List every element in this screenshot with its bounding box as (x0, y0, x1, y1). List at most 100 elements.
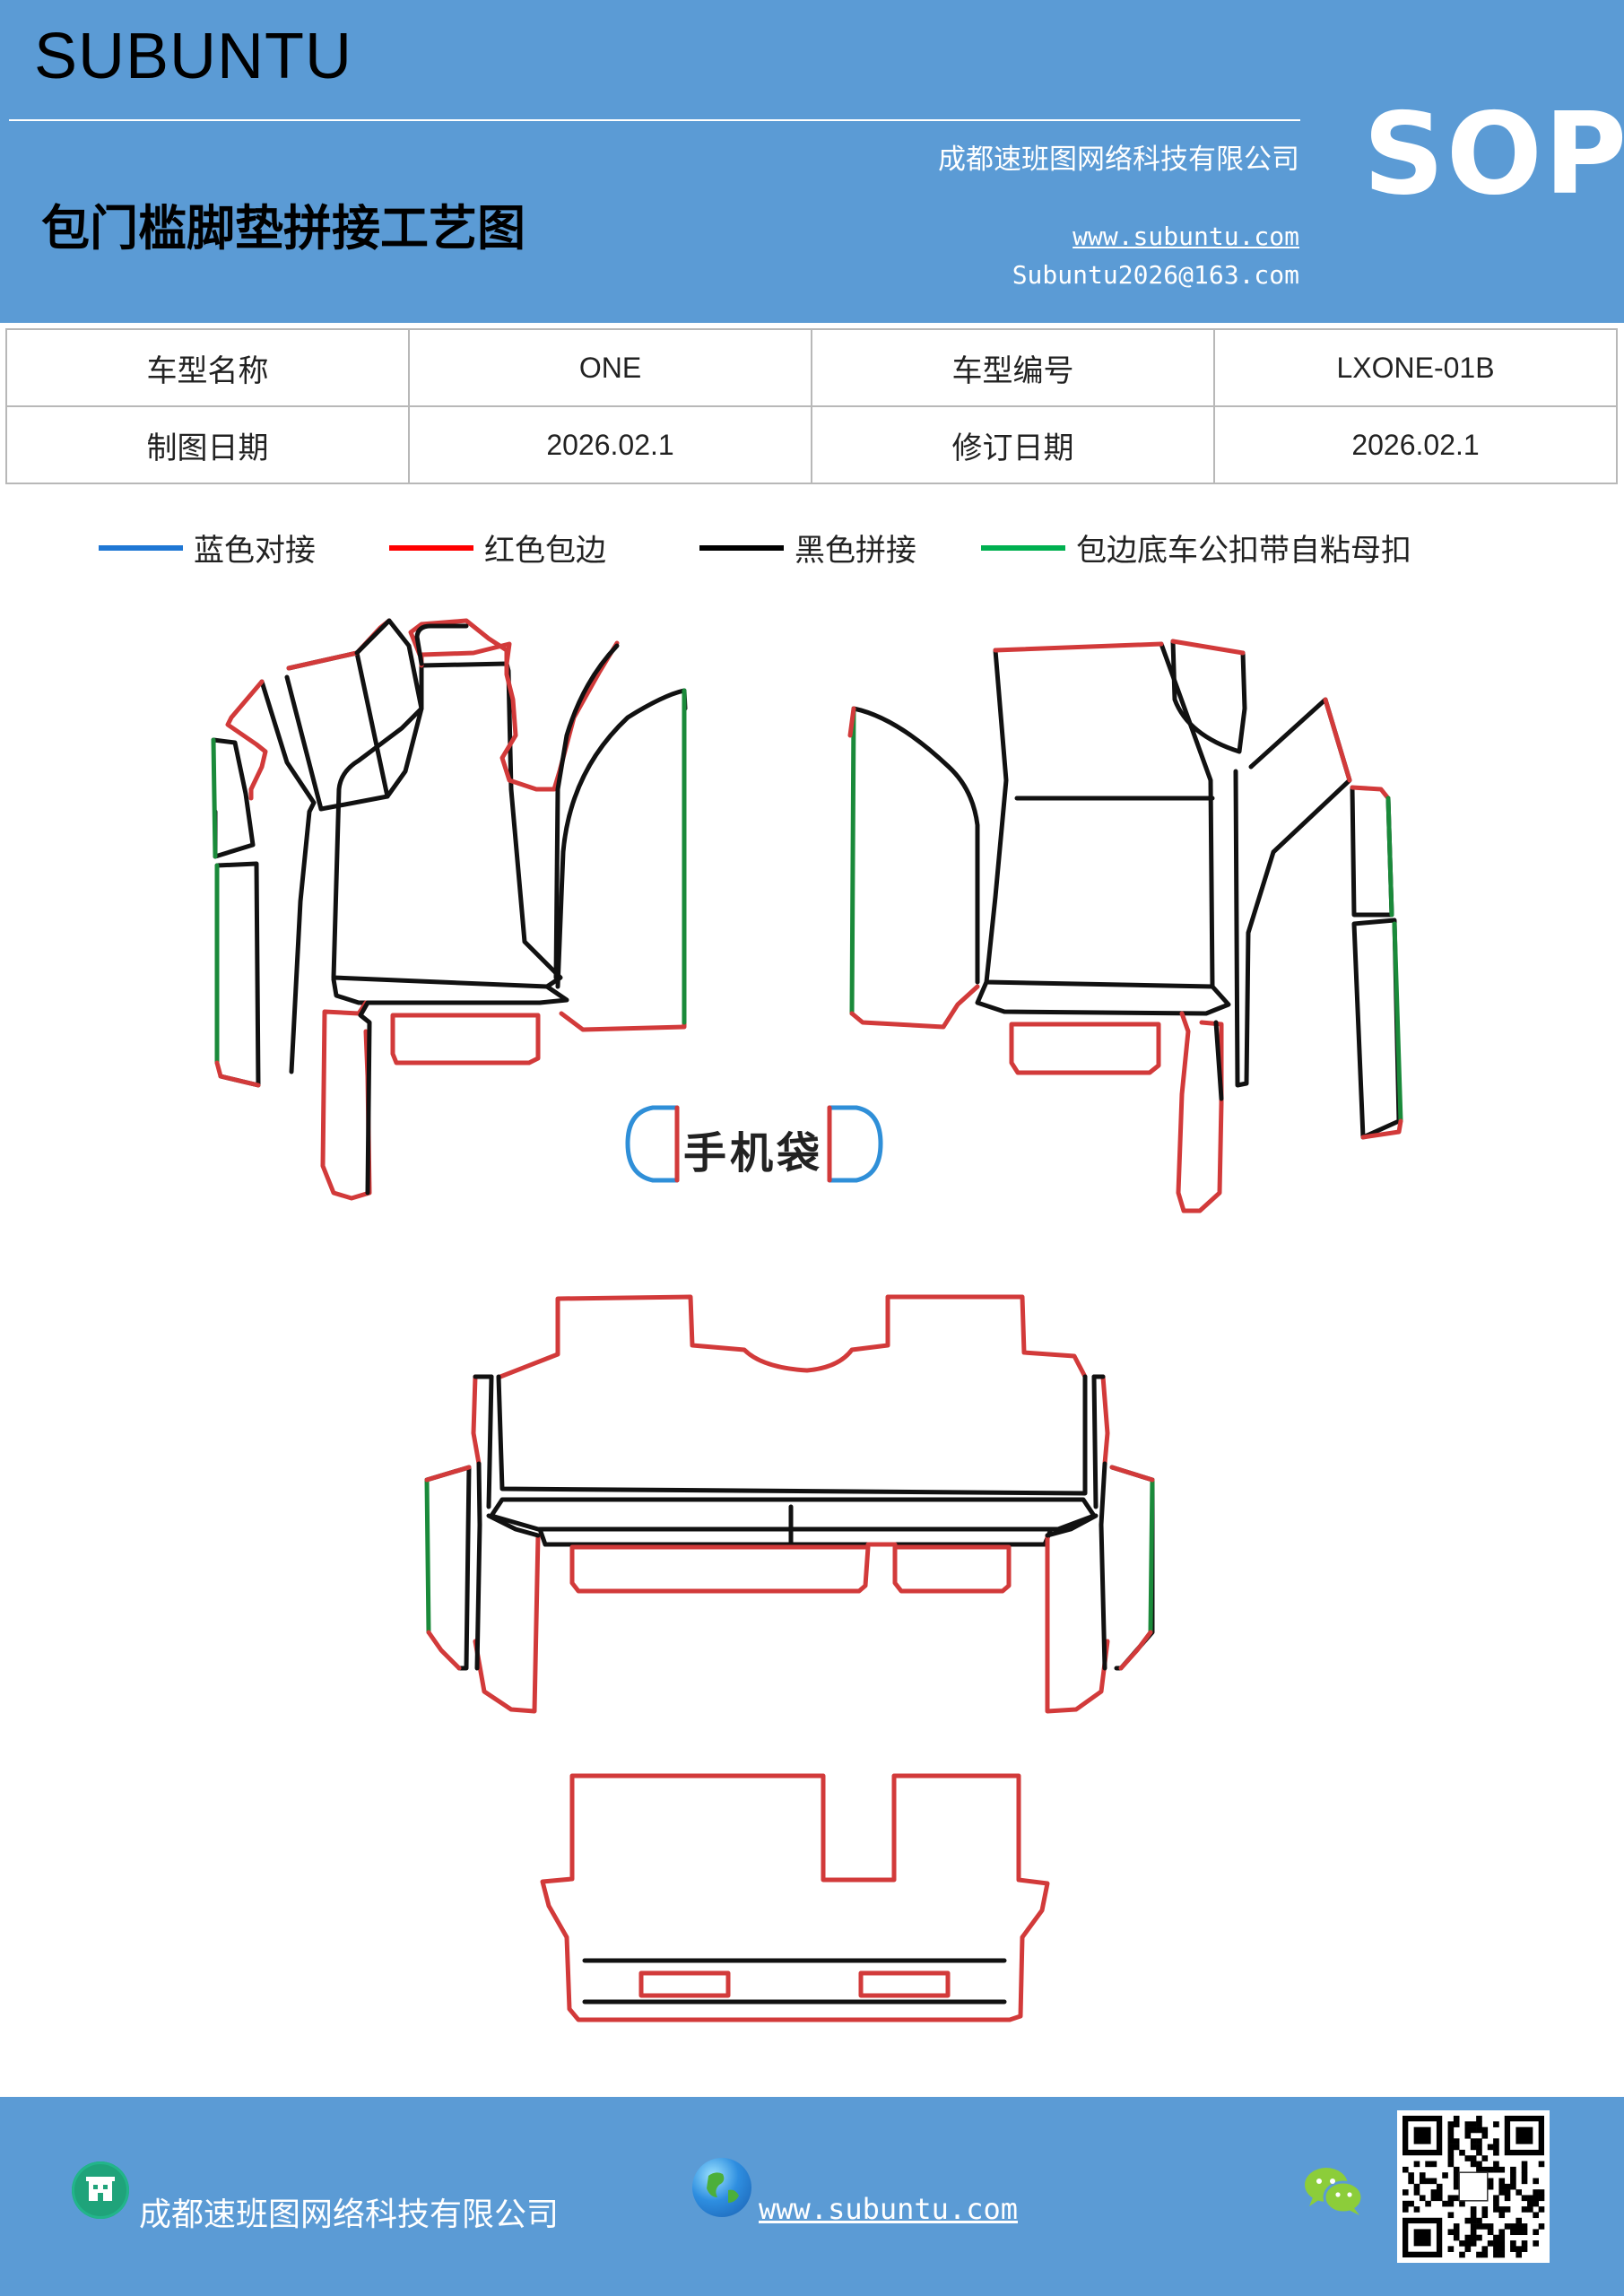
mat-piece-front-left-upper-strip-red (286, 618, 392, 671)
phone-pocket-left-blue (625, 1105, 680, 1183)
label-model-name: 车型名称 (5, 328, 410, 407)
phone-pocket-group (625, 1105, 883, 1183)
mat-piece-front-right-main (984, 641, 1215, 989)
legend-swatch (699, 544, 784, 551)
mat-piece-front-right-corner (1170, 639, 1247, 754)
mat-piece-front-right-bottom-pocket (1009, 1022, 1161, 1075)
phone-pocket-label: 手机袋 (683, 1128, 824, 1178)
website-link[interactable]: www.subuntu.com (1073, 222, 1299, 251)
mat-piece-second-row-inner-right (1091, 1374, 1099, 1509)
table-row: 车型名称 ONE 车型编号 LXONE-01B (5, 328, 1618, 407)
label-drawing-date: 制图日期 (5, 405, 410, 484)
mat-piece-front-left-door-lower-red (214, 1060, 261, 1088)
legend-swatch (99, 544, 183, 551)
sop-badge: SOP (1363, 88, 1624, 220)
mat-piece-second-row-left-side-red (471, 1374, 541, 1714)
qr-code-icon (1397, 2110, 1550, 2263)
wechat-icon[interactable] (1302, 2163, 1365, 2219)
mat-piece-second-row-left-door-green (424, 1477, 431, 1635)
mat-piece-front-left-bottom-pocket (390, 1013, 541, 1065)
mat-piece-second-row-left-door-red (424, 1465, 472, 1671)
mat-piece-front-left-right-wing (555, 688, 688, 989)
footer-company-name: 成都速班图网络科技有限公司 (139, 2196, 560, 2233)
value-drawing-date: 2026.02.1 (408, 405, 812, 484)
mat-piece-front-right-right-leg-black (1213, 1020, 1224, 1101)
value-revision-date: 2026.02.1 (1213, 405, 1618, 484)
company-name: 成都速班图网络科技有限公司 (938, 144, 1299, 176)
mat-piece-second-row-body (496, 1374, 1088, 1496)
mat-piece-front-left-sidestrip-red (225, 679, 268, 801)
value-model-code: LXONE-01B (1213, 328, 1618, 407)
legend-item-red: 红色包边 (389, 526, 606, 570)
mat-piece-front-left-sidestrip-black (259, 679, 317, 1074)
legend-item-black: 黑色拼接 (699, 526, 916, 570)
mat-piece-front-left-door-upper-green (211, 737, 218, 859)
legend-label: 黑色拼接 (795, 533, 916, 569)
mat-piece-front-left-main (331, 661, 563, 989)
mat-piece-front-right-top-red (993, 641, 1164, 653)
legend: 蓝色对接 红色包边 黑色拼接 包边底车公扣带自粘母扣 (0, 526, 1624, 570)
legend-item-blue: 蓝色对接 (99, 526, 316, 570)
third-row-mat-group (540, 1773, 1050, 2022)
mat-piece-front-right-door-upper-red (1350, 785, 1391, 801)
mat-piece-second-row-right-side-black (1045, 1374, 1107, 1671)
mat-piece-front-right-door-lower-green (1392, 921, 1403, 1124)
mat-piece-second-row-right-door-green (1148, 1477, 1155, 1635)
mat-piece-second-row-pocket-left (569, 1544, 871, 1594)
mat-piece-front-left-right-wing-red (559, 724, 687, 1032)
front-right-mat-group (847, 639, 1403, 1213)
legend-item-green: 包边底车公扣带自粘母扣 (981, 526, 1411, 570)
mat-piece-front-left-top-red (408, 618, 620, 792)
mat-piece-front-right-right-leg-red (1176, 1011, 1224, 1213)
mat-piece-third-row-slot-right (858, 1970, 951, 1998)
mat-piece-front-right-door-lower-red (1360, 1118, 1403, 1140)
mat-piece-second-row-left-side-black (473, 1374, 541, 1671)
header-divider (9, 119, 1300, 121)
mat-piece-third-row-slot-left (638, 1970, 731, 1998)
mat-piece-front-right-wing-red (1323, 697, 1352, 783)
label-model-code: 车型编号 (811, 328, 1215, 407)
legend-label: 蓝色对接 (194, 533, 316, 569)
mat-piece-front-right-wing (1233, 697, 1352, 1088)
mat-piece-front-right-bottom-bar (975, 979, 1231, 1016)
mat-piece-front-right-left-wing (851, 706, 980, 985)
label-revision-date: 修订日期 (811, 405, 1215, 484)
mat-piece-front-left-door-upper (211, 737, 256, 859)
mat-piece-front-right-door-lower (1351, 918, 1402, 1140)
value-model-name: ONE (408, 328, 812, 407)
brand-name: SUBUNTU (34, 21, 353, 92)
building-icon (72, 2161, 129, 2219)
mat-piece-front-left-pillar (553, 643, 620, 980)
phone-pocket-right-blue (827, 1105, 883, 1183)
globe-icon (692, 2158, 751, 2217)
legend-label: 红色包边 (484, 533, 606, 569)
mat-piece-front-right-corner-red (1170, 639, 1246, 656)
mat-piece-front-left-left-leg-red (320, 1000, 372, 1201)
mat-piece-third-row-outline (540, 1773, 1050, 2022)
mat-piece-front-left-upper-strip2 (354, 618, 424, 799)
mat-piece-second-row-right-side-red (1045, 1374, 1110, 1714)
mat-piece-second-row-right-door-red (1109, 1465, 1155, 1671)
mat-piece-front-right-door-upper (1350, 785, 1394, 918)
mat-piece-second-row-inner-left (486, 1374, 494, 1509)
email-address: Subuntu2026@163.com (1012, 260, 1299, 290)
front-left-mat-group (211, 618, 688, 1201)
mat-piece-front-right-left-wing-red (847, 706, 980, 1030)
mat-piece-front-left-left-leg-black (358, 1000, 372, 1196)
mat-piece-second-row-top-red (498, 1294, 1088, 1379)
legend-label: 包边底车公扣带自粘母扣 (1076, 533, 1411, 569)
mat-piece-front-left-door-lower (214, 861, 261, 1088)
mat-piece-front-right-left-wing-green (849, 706, 856, 1016)
legend-swatch (981, 544, 1065, 551)
mat-piece-front-left-top-black (414, 623, 469, 666)
mat-piece-front-left-bottom-bar (331, 977, 569, 1005)
footer-website-link[interactable]: www.subuntu.com (759, 2192, 1018, 2226)
table-row: 制图日期 2026.02.1 修订日期 2026.02.1 (5, 405, 1618, 484)
mat-piece-second-row-bottom-bar (537, 1526, 1054, 1547)
mat-piece-second-row-pocket-right (892, 1544, 1012, 1594)
page-title: 包门槛脚垫拼接工艺图 (41, 200, 525, 257)
legend-swatch (389, 544, 473, 551)
vehicle-info-table: 车型名称 ONE 车型编号 LXONE-01B 制图日期 2026.02.1 修… (5, 328, 1618, 484)
second-row-mat-group (424, 1294, 1155, 1714)
